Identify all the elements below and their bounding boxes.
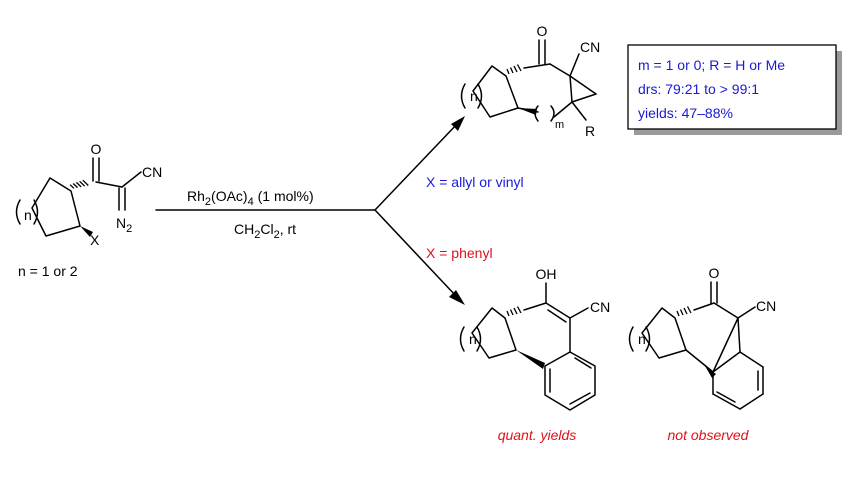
hashed-bond (506, 306, 522, 317)
upper-carbonyl-o: O (537, 23, 548, 39)
lower-product-not-observed-structure (628, 281, 764, 410)
solvent-label: CH2Cl2, rt (234, 221, 296, 241)
hashed-bond (676, 306, 692, 317)
lower-observed-ring-n: n (469, 331, 477, 347)
quant-yields-note: quant. yields (498, 427, 577, 443)
not-observed-ring-n: n (638, 331, 646, 347)
reactant-diazo-n: N (116, 215, 126, 231)
branch-arrow-upper (374, 122, 459, 211)
not-observed-carbonyl-o: O (709, 265, 720, 281)
not-observed-nitrile: CN (756, 298, 776, 314)
hashed-bond (69, 179, 89, 189)
reactant-structure (15, 157, 142, 237)
reactant-condition: n = 1 or 2 (18, 263, 78, 279)
info-box-frame (627, 44, 837, 130)
wedge-bond (518, 108, 537, 115)
reactant-substituent-x: X (90, 232, 100, 248)
lower-product-observed-structure (459, 282, 596, 411)
catalyst-label: Rh2(OAc)4 (1 mol%) (187, 188, 314, 208)
upper-condition: X = allyl or vinyl (426, 174, 524, 190)
reactant-carbonyl-o: O (91, 141, 102, 157)
not-observed-note: not observed (668, 427, 750, 443)
svg-text:N2: N2 (116, 215, 132, 235)
reactant-nitrile: CN (142, 164, 162, 180)
info-box (627, 44, 842, 135)
info-line-2: drs: 79:21 to > 99:1 (638, 81, 759, 97)
upper-nitrile: CN (580, 39, 600, 55)
wedge-bond (516, 350, 545, 369)
upper-ring-n: n (470, 88, 478, 104)
info-line-3: yields: 47–88% (638, 105, 733, 121)
lower-condition: X = phenyl (426, 245, 493, 261)
arrowhead-lower (449, 290, 465, 305)
lower-observed-nitrile: CN (590, 299, 610, 315)
reactant-ring-n: n (24, 207, 32, 223)
upper-product-structure (460, 39, 597, 122)
reactant-diazo-sub: 2 (126, 223, 132, 235)
upper-ring-m: m (555, 119, 564, 131)
arrowhead-upper (451, 116, 465, 131)
info-line-1: m = 1 or 0; R = H or Me (638, 57, 785, 73)
branch-arrow-lower (374, 209, 457, 297)
lower-hydroxyl: OH (536, 266, 557, 282)
hashed-bond (506, 64, 522, 75)
wedge-bond (80, 226, 93, 237)
upper-substituent-r: R (585, 123, 595, 139)
wedge-bond (705, 366, 716, 378)
